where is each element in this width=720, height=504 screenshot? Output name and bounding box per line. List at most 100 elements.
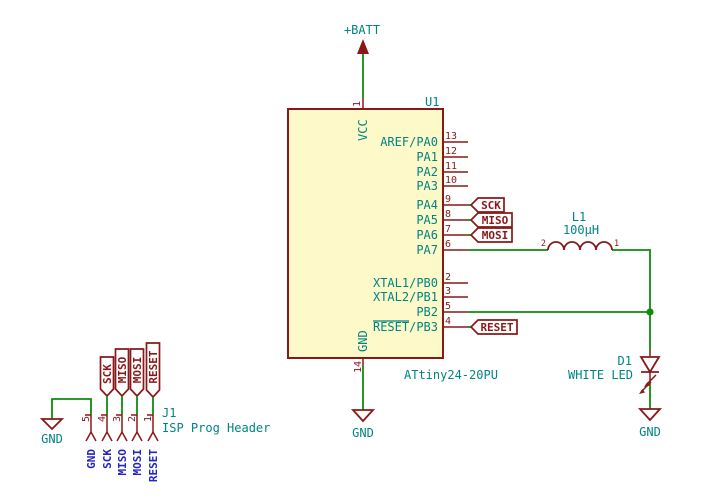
label-text: MOSI — [131, 357, 144, 384]
inductor-coil-icon — [547, 241, 613, 251]
label-flag — [145, 342, 161, 399]
gnd-triangle-icon — [39, 418, 65, 431]
header-j1: SCK MISO MOSI RESET 5 GND — [51, 342, 270, 482]
pin-name: VCC — [356, 119, 370, 141]
net-label-miso: MISO — [469, 212, 513, 228]
led-value: WHITE LED — [568, 368, 633, 382]
wire-pin5-gnd — [51, 398, 92, 419]
inductor-l1: 2 1 L1 100µH — [541, 210, 619, 251]
label-text: SCK — [101, 364, 114, 384]
power-symbol-gnd-ic: GND — [350, 366, 376, 440]
pin-name: RESET — [147, 449, 160, 482]
net-label-mosi: MOSI — [469, 227, 513, 243]
pin-name: MISO — [116, 449, 129, 476]
net-label-miso-vertical: MISO — [114, 348, 130, 398]
ic-pin-gnd: 14 GND — [353, 330, 370, 373]
pin-number: 10 — [445, 175, 457, 186]
led-reference: D1 — [618, 354, 632, 368]
header-pin-2: 2 MOSI — [127, 414, 144, 476]
ic-pin-vcc: 1 VCC — [352, 98, 370, 141]
ic-pin-xtal1-pb0: 2 XTAL1/PB0 — [373, 272, 468, 290]
pin-number: 2 — [127, 416, 138, 422]
pin-number: 3 — [112, 416, 123, 422]
ic-pin-pa4: 9 PA4 — [416, 194, 468, 212]
pin-name: MOSI — [131, 449, 144, 476]
pin-name: PA3 — [416, 179, 438, 193]
net-label-reset-vertical: RESET — [145, 342, 161, 399]
pin-number: 12 — [445, 146, 457, 157]
pin-number: 8 — [445, 209, 451, 220]
gnd-label: GND — [41, 432, 63, 446]
label-text: RESET — [480, 321, 513, 334]
ic-pin-reset-pb3: 4 RESET/PB3 — [373, 316, 468, 334]
ic-reference: U1 — [425, 95, 439, 109]
label-flag — [114, 348, 130, 398]
pin-name: PA2 — [416, 165, 438, 179]
ic-pin-pa5: 8 PA5 — [416, 209, 468, 227]
ic-pin-pa3: 10 PA3 — [416, 175, 468, 193]
ic-u1: U1 ATtiny24-20PU 1 VCC 14 GND 13 AREF/PA… — [287, 95, 498, 382]
pin-number: 2 — [445, 272, 451, 283]
gnd-triangle-icon — [350, 409, 376, 423]
net-label-mosi-vertical: MOSI — [129, 348, 145, 398]
net-label-reset: RESET — [469, 319, 518, 335]
label-flag — [99, 356, 115, 398]
inductor-pin-left: 2 — [541, 239, 546, 249]
pin-number: 3 — [445, 286, 451, 297]
pin-name: PA6 — [416, 228, 438, 242]
pin-name: XTAL2/PB1 — [373, 290, 438, 304]
pin-number: 9 — [445, 194, 451, 205]
power-symbol-gnd-header: GND — [39, 418, 65, 446]
ic-pin-pa1: 12 PA1 — [416, 146, 468, 164]
ic-pin-xtal2-pb1: 3 XTAL2/PB1 — [373, 286, 468, 304]
pin-number: 5 — [445, 301, 451, 312]
inductor-reference: L1 — [572, 210, 586, 224]
pin-number: 1 — [352, 101, 363, 107]
pin-name: PA5 — [416, 213, 438, 227]
label-text: MISO — [116, 356, 129, 383]
pin-name: GND — [356, 330, 370, 352]
pin-name: GND — [85, 449, 98, 469]
pin-name: XTAL1/PB0 — [373, 276, 438, 290]
pin-name: PB2 — [416, 305, 438, 319]
pin-name: SCK — [101, 449, 114, 469]
pin-number: 5 — [81, 416, 92, 422]
ic-pin-aref-pa0: 13 AREF/PA0 — [380, 131, 468, 149]
header-pin-4: 4 SCK — [97, 414, 114, 469]
inductor-value: 100µH — [563, 223, 599, 237]
pin-number: 1 — [143, 416, 154, 422]
label-text: MISO — [482, 214, 509, 227]
ic-pin-pb2: 5 PB2 — [416, 301, 468, 319]
ic-pin-pa6: 7 PA6 — [416, 224, 468, 242]
label-text: RESET — [147, 350, 160, 383]
junction-dot — [646, 308, 654, 316]
pin-number: 11 — [445, 161, 457, 172]
gnd-label: GND — [352, 426, 374, 440]
pin-number: 13 — [445, 131, 457, 142]
header-pin-1: 1 RESET — [143, 414, 160, 482]
ic-body — [287, 108, 444, 359]
label-flag — [469, 212, 513, 228]
header-reference: J1 — [162, 406, 176, 420]
header-pin-5: 5 GND — [81, 414, 98, 469]
net-label-sck: SCK — [469, 197, 505, 213]
ic-pin-pa7: 6 PA7 — [416, 239, 468, 257]
led-triangle-icon — [639, 356, 661, 374]
pin-name: RESET/PB3 — [373, 320, 438, 334]
pin-name: AREF/PA0 — [380, 135, 438, 149]
inductor-pin-right: 1 — [614, 239, 619, 249]
pin-number: 4 — [97, 416, 108, 422]
label-flag — [129, 348, 145, 398]
ic-pin-pa2: 11 PA2 — [416, 161, 468, 179]
led-emission-arrows-icon — [639, 374, 657, 394]
label-flag — [469, 227, 513, 243]
gnd-triangle-icon — [637, 408, 663, 422]
batt-label: +BATT — [344, 23, 380, 37]
wire-inductor-led — [612, 249, 651, 350]
net-label-sck-vertical: SCK — [99, 356, 115, 398]
label-flag — [469, 197, 505, 213]
header-value: ISP Prog Header — [162, 421, 270, 435]
power-symbol-batt: +BATT — [344, 23, 380, 98]
